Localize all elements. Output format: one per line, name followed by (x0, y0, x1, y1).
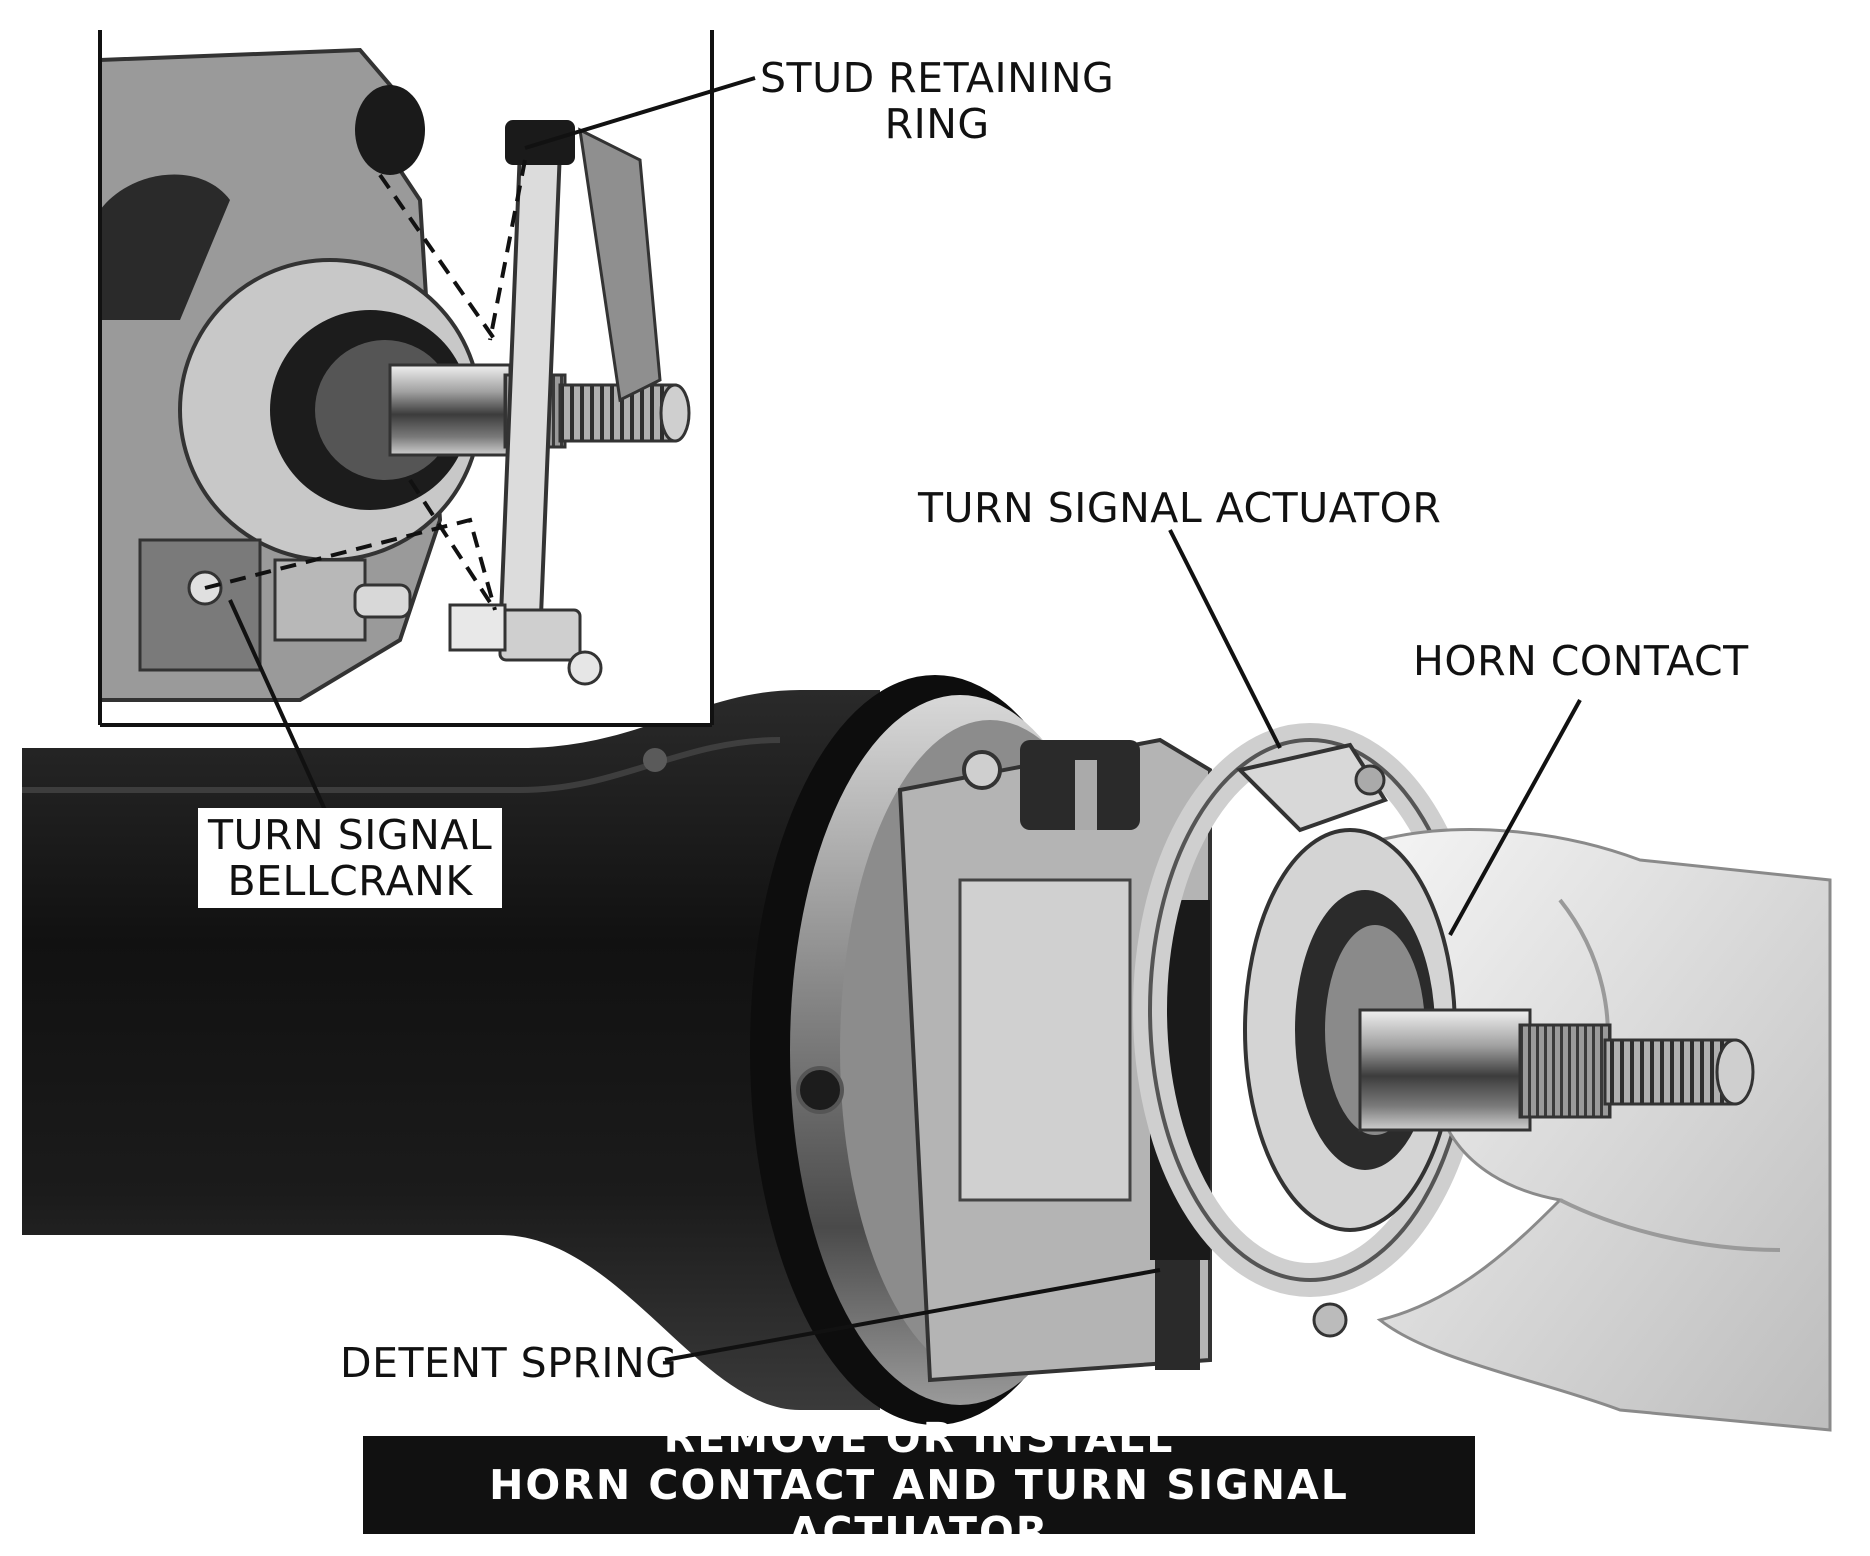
label-stud-retaining-ring-line1: STUD RETAINING (760, 54, 1115, 102)
figure-caption-banner: REMOVE OR INSTALL HORN CONTACT AND TURN … (363, 1414, 1475, 1555)
label-turn-signal-bellcrank-line2: BELLCRANK (227, 857, 473, 905)
label-horn-contact: HORN CONTACT (1413, 637, 1749, 685)
label-detent-spring: DETENT SPRING (340, 1339, 678, 1387)
leader-turn-signal-actuator (1168, 529, 1282, 749)
turn-signal-switch-assembly (796, 737, 1212, 1383)
inset-bellcrank (138, 538, 507, 672)
label-stud-retaining-ring-line2: RING (884, 100, 990, 148)
label-turn-signal-bellcrank-line1: TURN SIGNAL (208, 811, 493, 859)
caption-line-1: REMOVE OR INSTALL (663, 1413, 1175, 1462)
inset-actuator-arm (497, 120, 662, 686)
label-stud-retaining-ring: STUD RETAINING RING (760, 55, 1114, 147)
leader-horn-contact (1448, 699, 1582, 936)
inset-steering-shaft (388, 363, 691, 457)
leader-detent-spring (664, 1268, 1161, 1362)
inset-detail-view (98, 30, 714, 727)
caption-line-2: HORN CONTACT AND TURN SIGNAL ACTUATOR (489, 1460, 1349, 1556)
inset-column-housing (98, 47, 482, 702)
leader-stud-retaining-ring (524, 76, 756, 150)
steering-shaft (1358, 1008, 1755, 1132)
leader-turn-signal-bellcrank (228, 599, 327, 811)
label-turn-signal-bellcrank: TURN SIGNAL BELLCRANK (198, 808, 503, 908)
leader-lines (228, 76, 1582, 1362)
label-turn-signal-actuator: TURN SIGNAL ACTUATOR (918, 484, 1442, 532)
